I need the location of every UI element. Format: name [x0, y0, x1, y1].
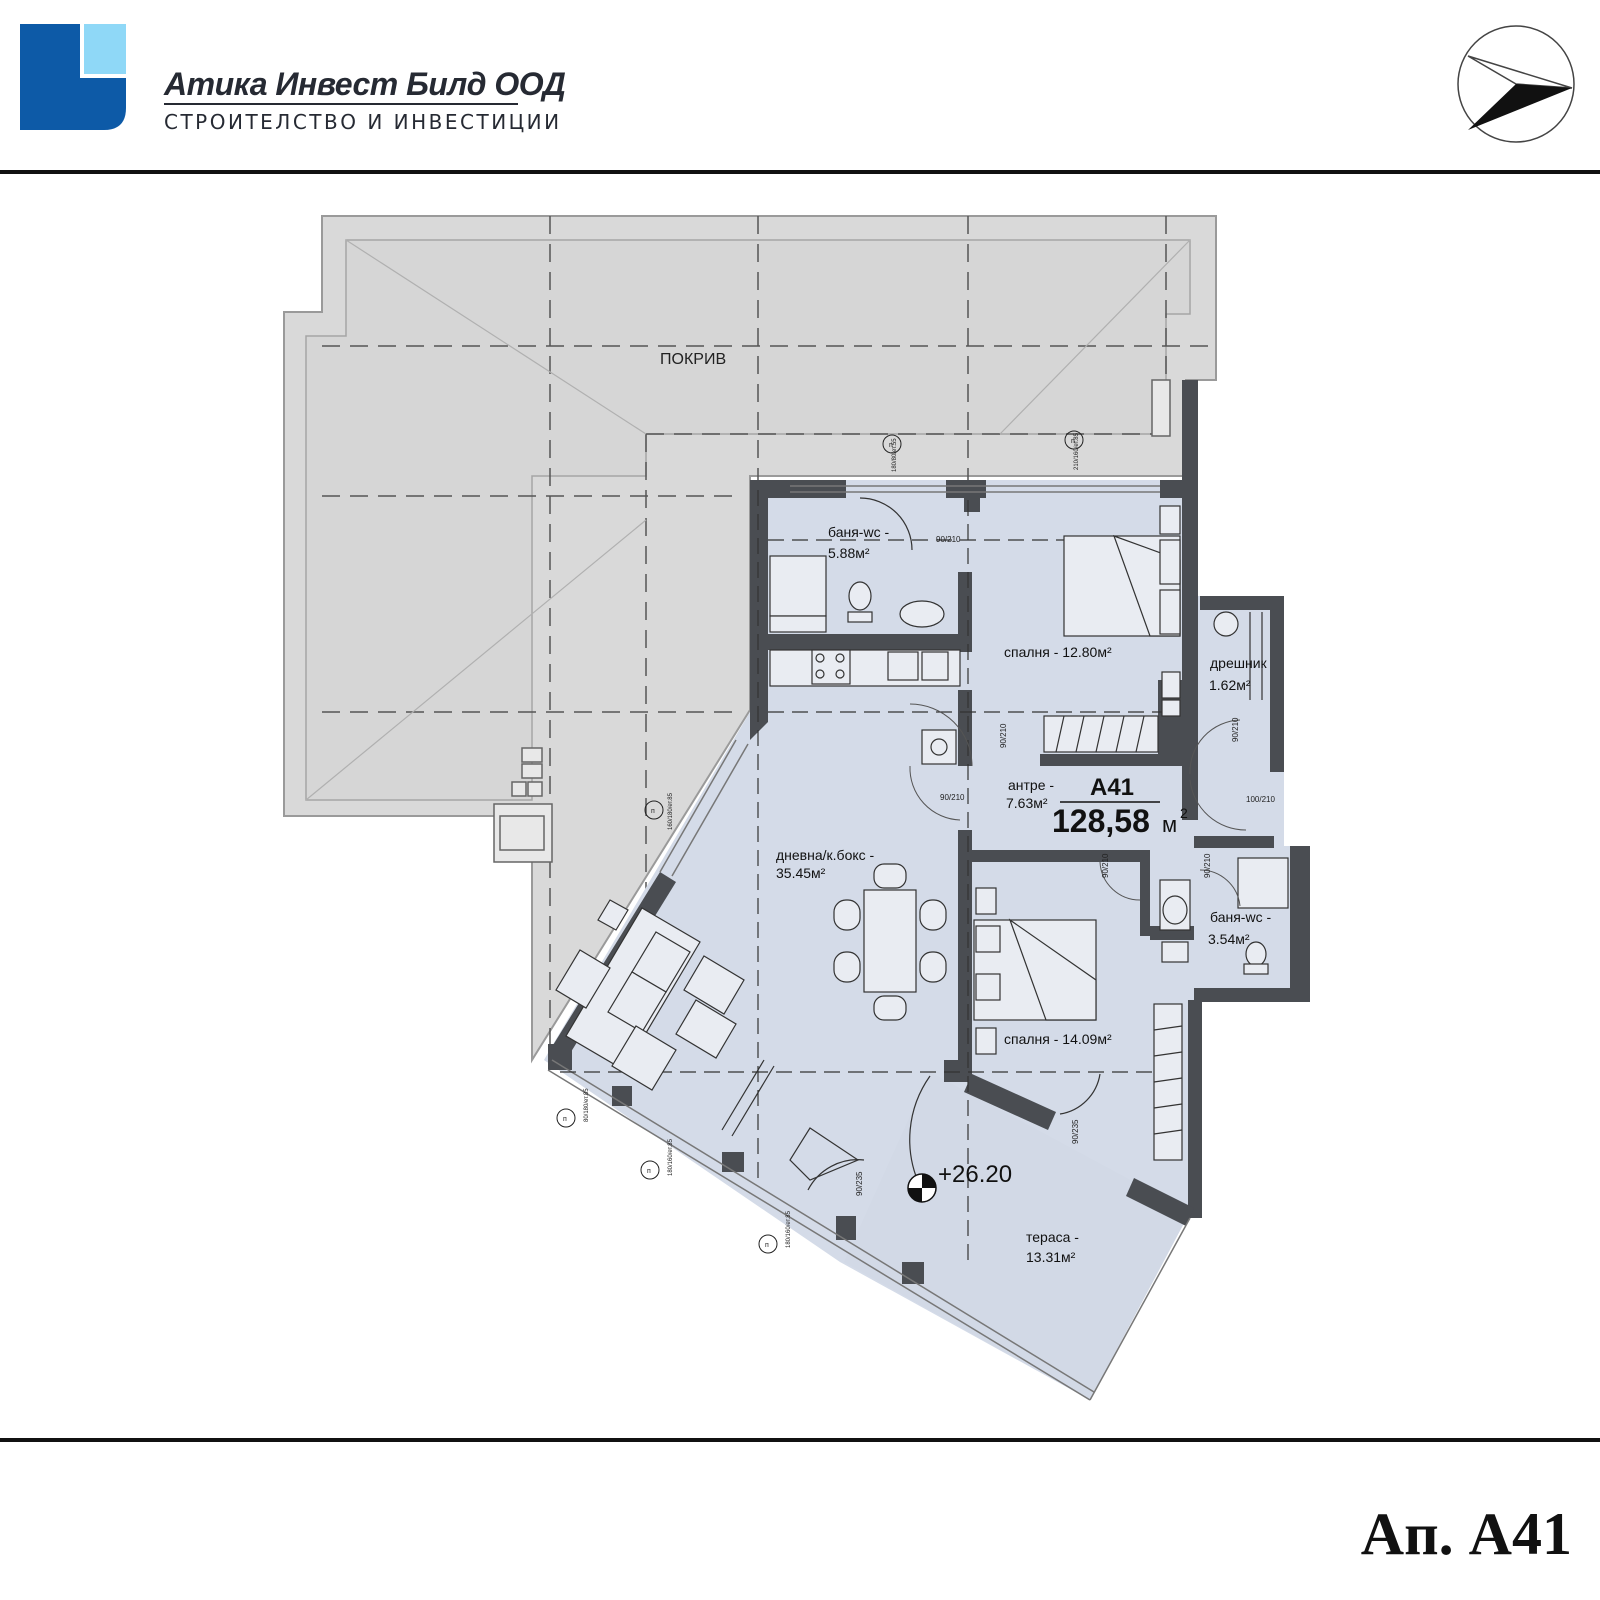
footer-rule [0, 1438, 1600, 1442]
roof-label: ПОКРИВ [660, 351, 726, 368]
room-name: баня-wc - [828, 524, 889, 540]
apartment-area-exponent: 2 [1180, 805, 1188, 821]
window-tag: п [644, 800, 664, 820]
room-area: 5.88м² [828, 545, 870, 561]
apartment-code: A41 [1090, 774, 1134, 801]
apartment-area: 128,58 [1052, 803, 1150, 839]
room-name: дрешник [1210, 655, 1268, 671]
company-name-underline [164, 103, 518, 105]
window-tag: п [758, 1234, 778, 1254]
window-dim: 180/160/ет.85 [786, 1210, 792, 1248]
svg-text:п: п [889, 442, 893, 449]
door-tag: 90/210 [1203, 853, 1212, 878]
door-swings [909, 703, 1247, 907]
glazing [547, 485, 1191, 1401]
window-dim: 180/160/ет.85 [668, 1138, 674, 1176]
window-tag: п [556, 1108, 576, 1128]
svg-text:п: п [765, 1242, 769, 1249]
living-furniture [555, 863, 947, 1191]
svg-text:п: п [647, 1168, 651, 1175]
room-name: спалня - 12.80м² [1004, 644, 1112, 660]
elevation-label: +26.20 [938, 1161, 1012, 1188]
window-dim: 160/180/ет.85 [668, 792, 674, 830]
window-tag: п [882, 434, 902, 454]
door-tag: 90/210 [940, 793, 965, 802]
window-dims: 180/80/ет.55 210/160/ет.85 160/180/ет.85… [584, 432, 1080, 1248]
logo-dark-shape [20, 24, 126, 130]
apartment-area-unit: м [1162, 812, 1177, 837]
bathroom-1-fixtures [769, 497, 945, 633]
logo-light-shape [84, 24, 126, 74]
window-dim: 210/160/ет.85 [1074, 432, 1080, 470]
window-tag: п [640, 1160, 660, 1180]
svg-text:п: п [651, 808, 655, 815]
company-tagline: СТРОИТЕЛСТВО И ИНВЕСТИЦИИ [164, 110, 562, 134]
room-name: спалня - 14.09м² [1004, 1031, 1112, 1047]
door-tag: 90/210 [1231, 717, 1240, 742]
room-name: антре - [1008, 777, 1054, 793]
door-tags: 90/210 90/210 90/210 90/210 100/210 90/2… [855, 535, 1275, 1196]
closet-fixtures [1213, 611, 1263, 700]
bathroom-2-fixtures [1159, 857, 1289, 975]
svg-text:п: п [1071, 438, 1075, 445]
svg-text:п: п [563, 1116, 567, 1123]
company-logo [20, 24, 126, 130]
door-tag: 90/235 [855, 1171, 864, 1196]
window-dim: 180/80/ет.55 [892, 438, 898, 472]
room-area: 13.31м² [1026, 1249, 1076, 1265]
room-name: дневна/к.бокс - [776, 847, 875, 863]
kitchen-counter [769, 649, 961, 765]
room-area: 35.45м² [776, 865, 826, 881]
room-labels: баня-wc - 5.88м² спалня - 12.80м² дрешни… [776, 524, 1271, 1265]
window-tags: п п п п п п [556, 430, 1084, 1254]
window-dim: 80/180/ет.85 [584, 1088, 590, 1122]
room-name: тераса - [1026, 1229, 1079, 1245]
door-tag: 90/210 [999, 723, 1008, 748]
door-tag: 90/210 [1101, 853, 1110, 878]
door-tag: 90/210 [936, 535, 961, 544]
elevation-marker-icon [907, 1173, 937, 1203]
room-name: баня-wc - [1210, 909, 1271, 925]
roof-vents [493, 379, 1171, 863]
company-name: Атика Инвест Билд ООД [164, 66, 566, 102]
door-tag: 100/210 [1246, 795, 1275, 804]
window-tag: п [1064, 430, 1084, 450]
room-area: 7.63м² [1006, 795, 1048, 811]
door-tag: 90/235 [1071, 1119, 1080, 1144]
north-arrow-icon [1457, 25, 1575, 143]
room-area: 3.54м² [1208, 931, 1250, 947]
apartment-reference: Ап. А41 [1360, 1501, 1572, 1567]
room-area: 1.62м² [1209, 677, 1251, 693]
header-rule [0, 170, 1600, 174]
bedroom-2-furniture [909, 887, 1183, 1187]
bedroom-1-furniture [1043, 505, 1181, 753]
